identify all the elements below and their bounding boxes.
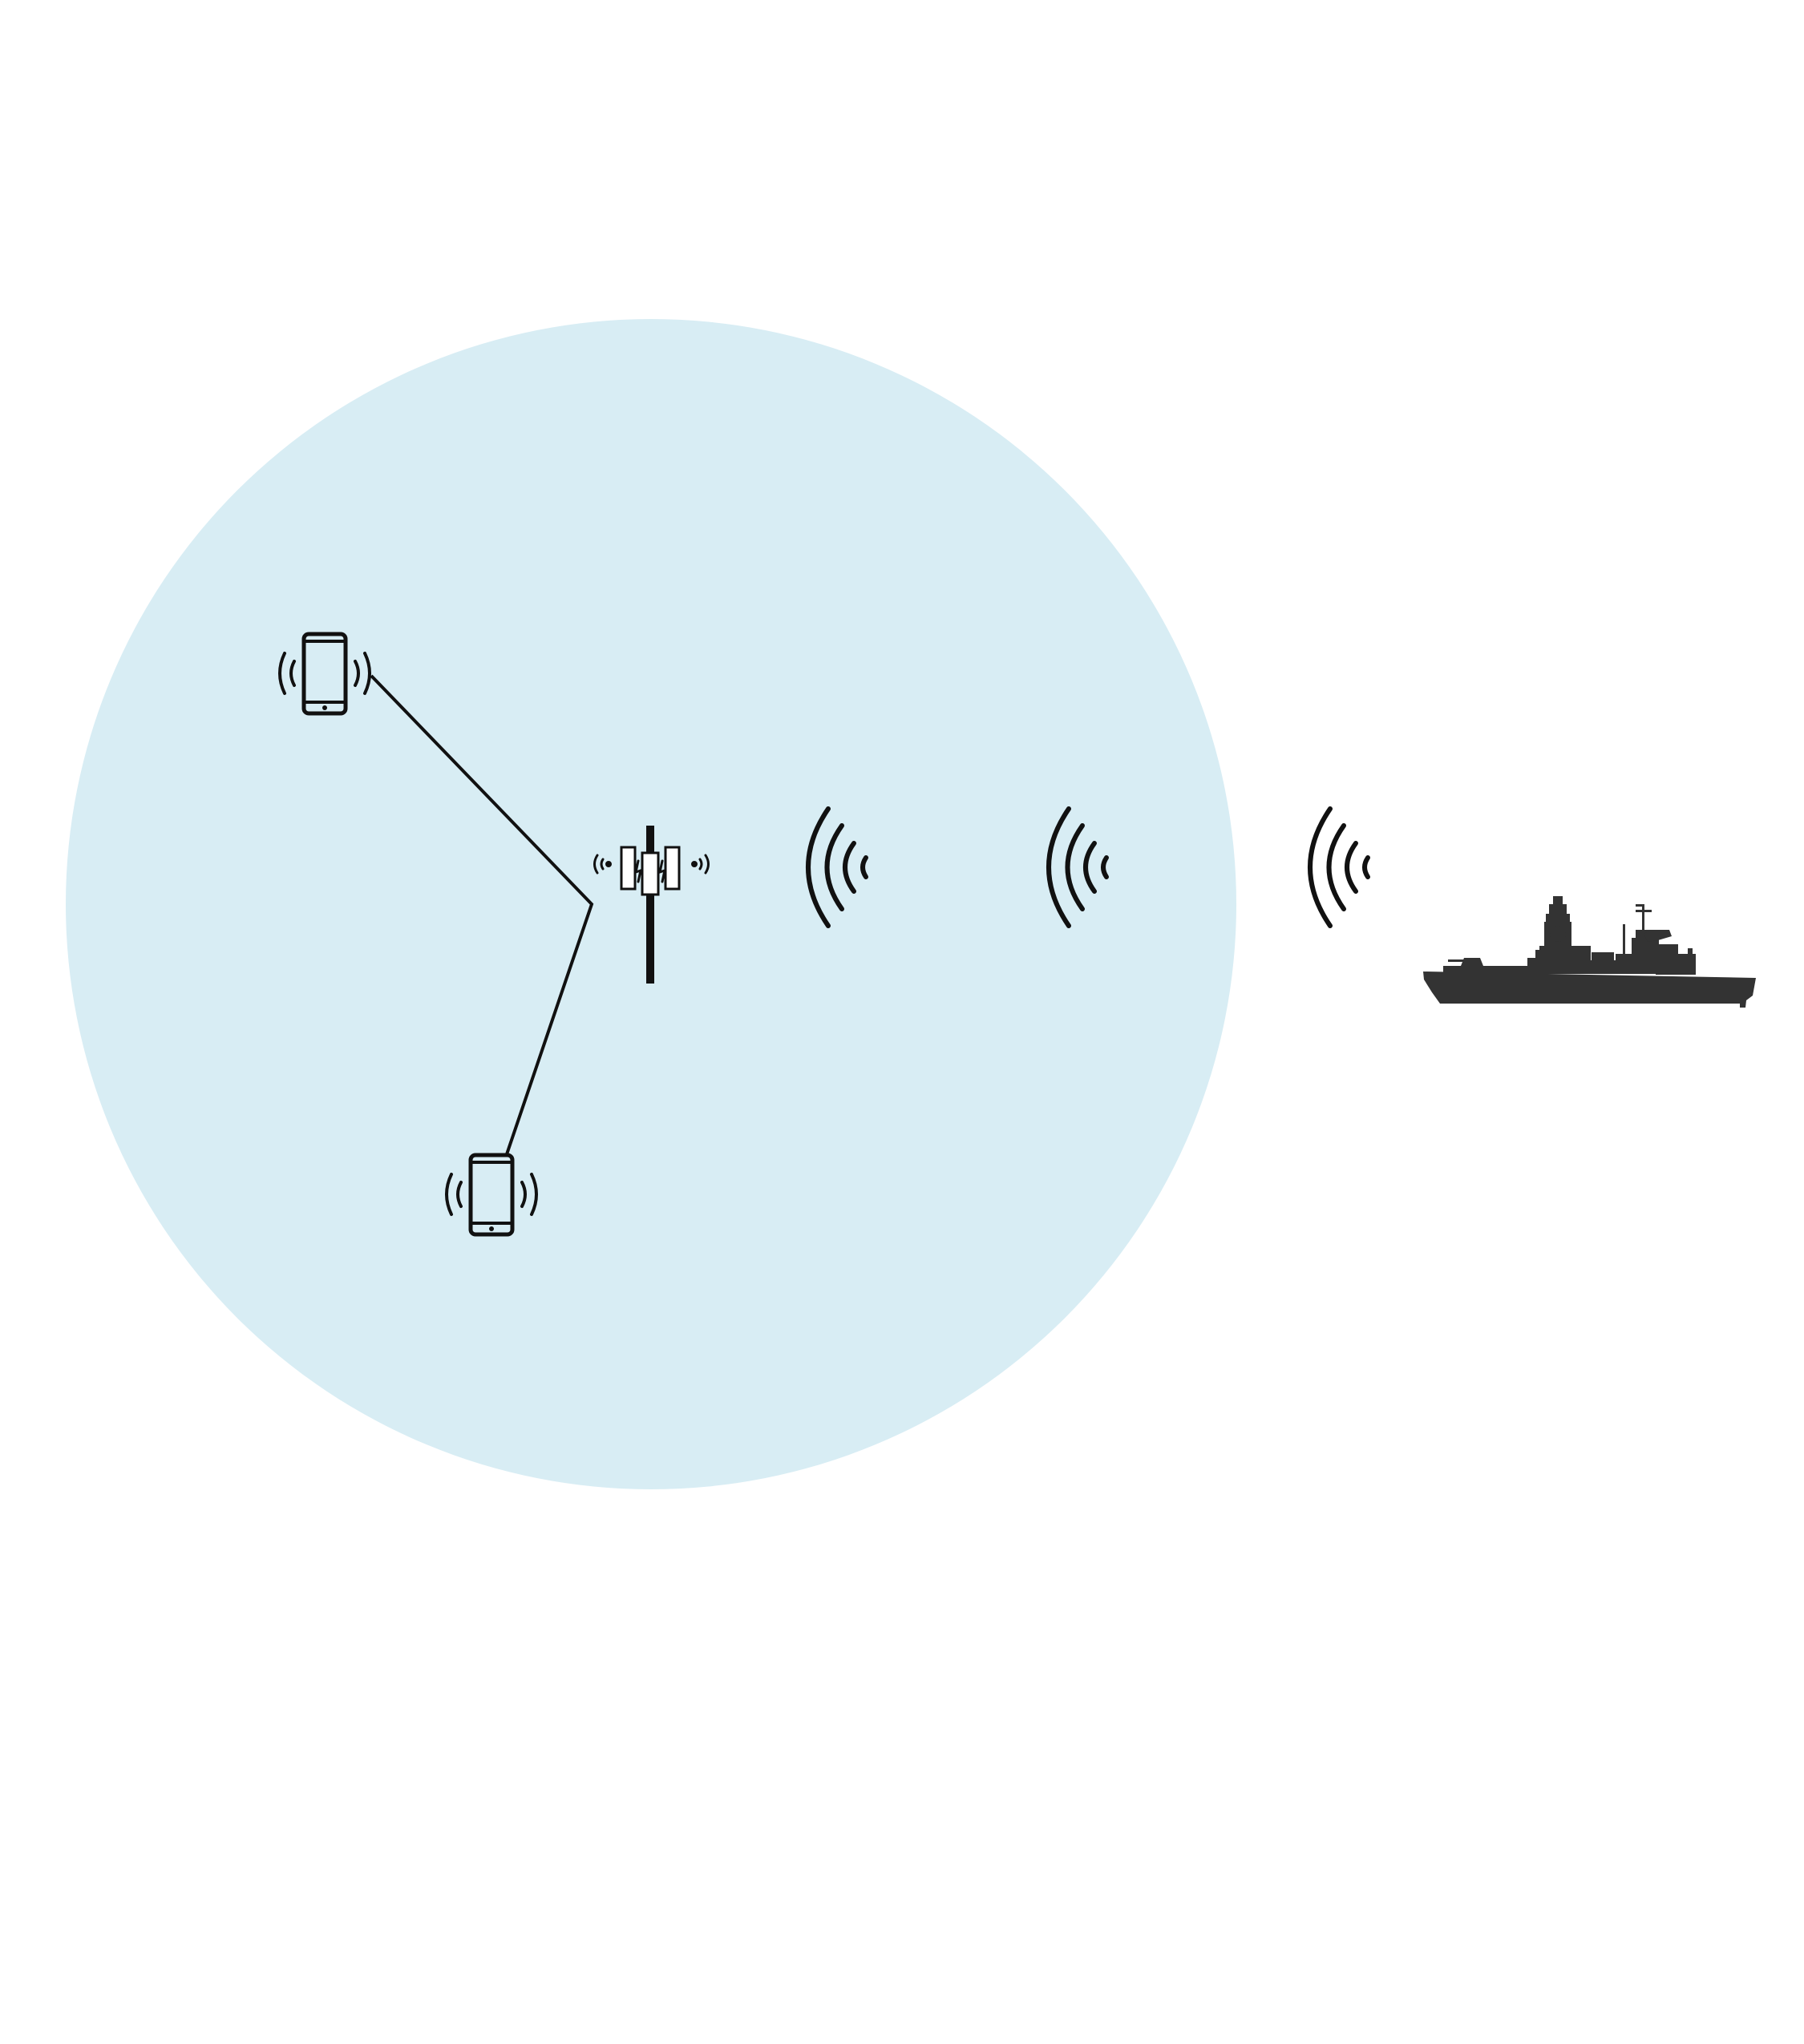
smartphone-icon [278, 632, 371, 716]
warship-icon [1423, 896, 1756, 1008]
phone-links [370, 674, 594, 1155]
signal-waves-icon [593, 854, 710, 875]
signal-waves-icon [278, 652, 371, 695]
link-phone-top-to-tower [370, 674, 594, 1155]
radio-waves-icon [806, 806, 868, 928]
signal-waves-icon [445, 1173, 538, 1216]
radio-waves-icon [1046, 806, 1109, 928]
smartphone-icon [445, 1153, 538, 1237]
cell-tower-icon [593, 826, 710, 984]
radio-waves-icon [1308, 806, 1370, 928]
